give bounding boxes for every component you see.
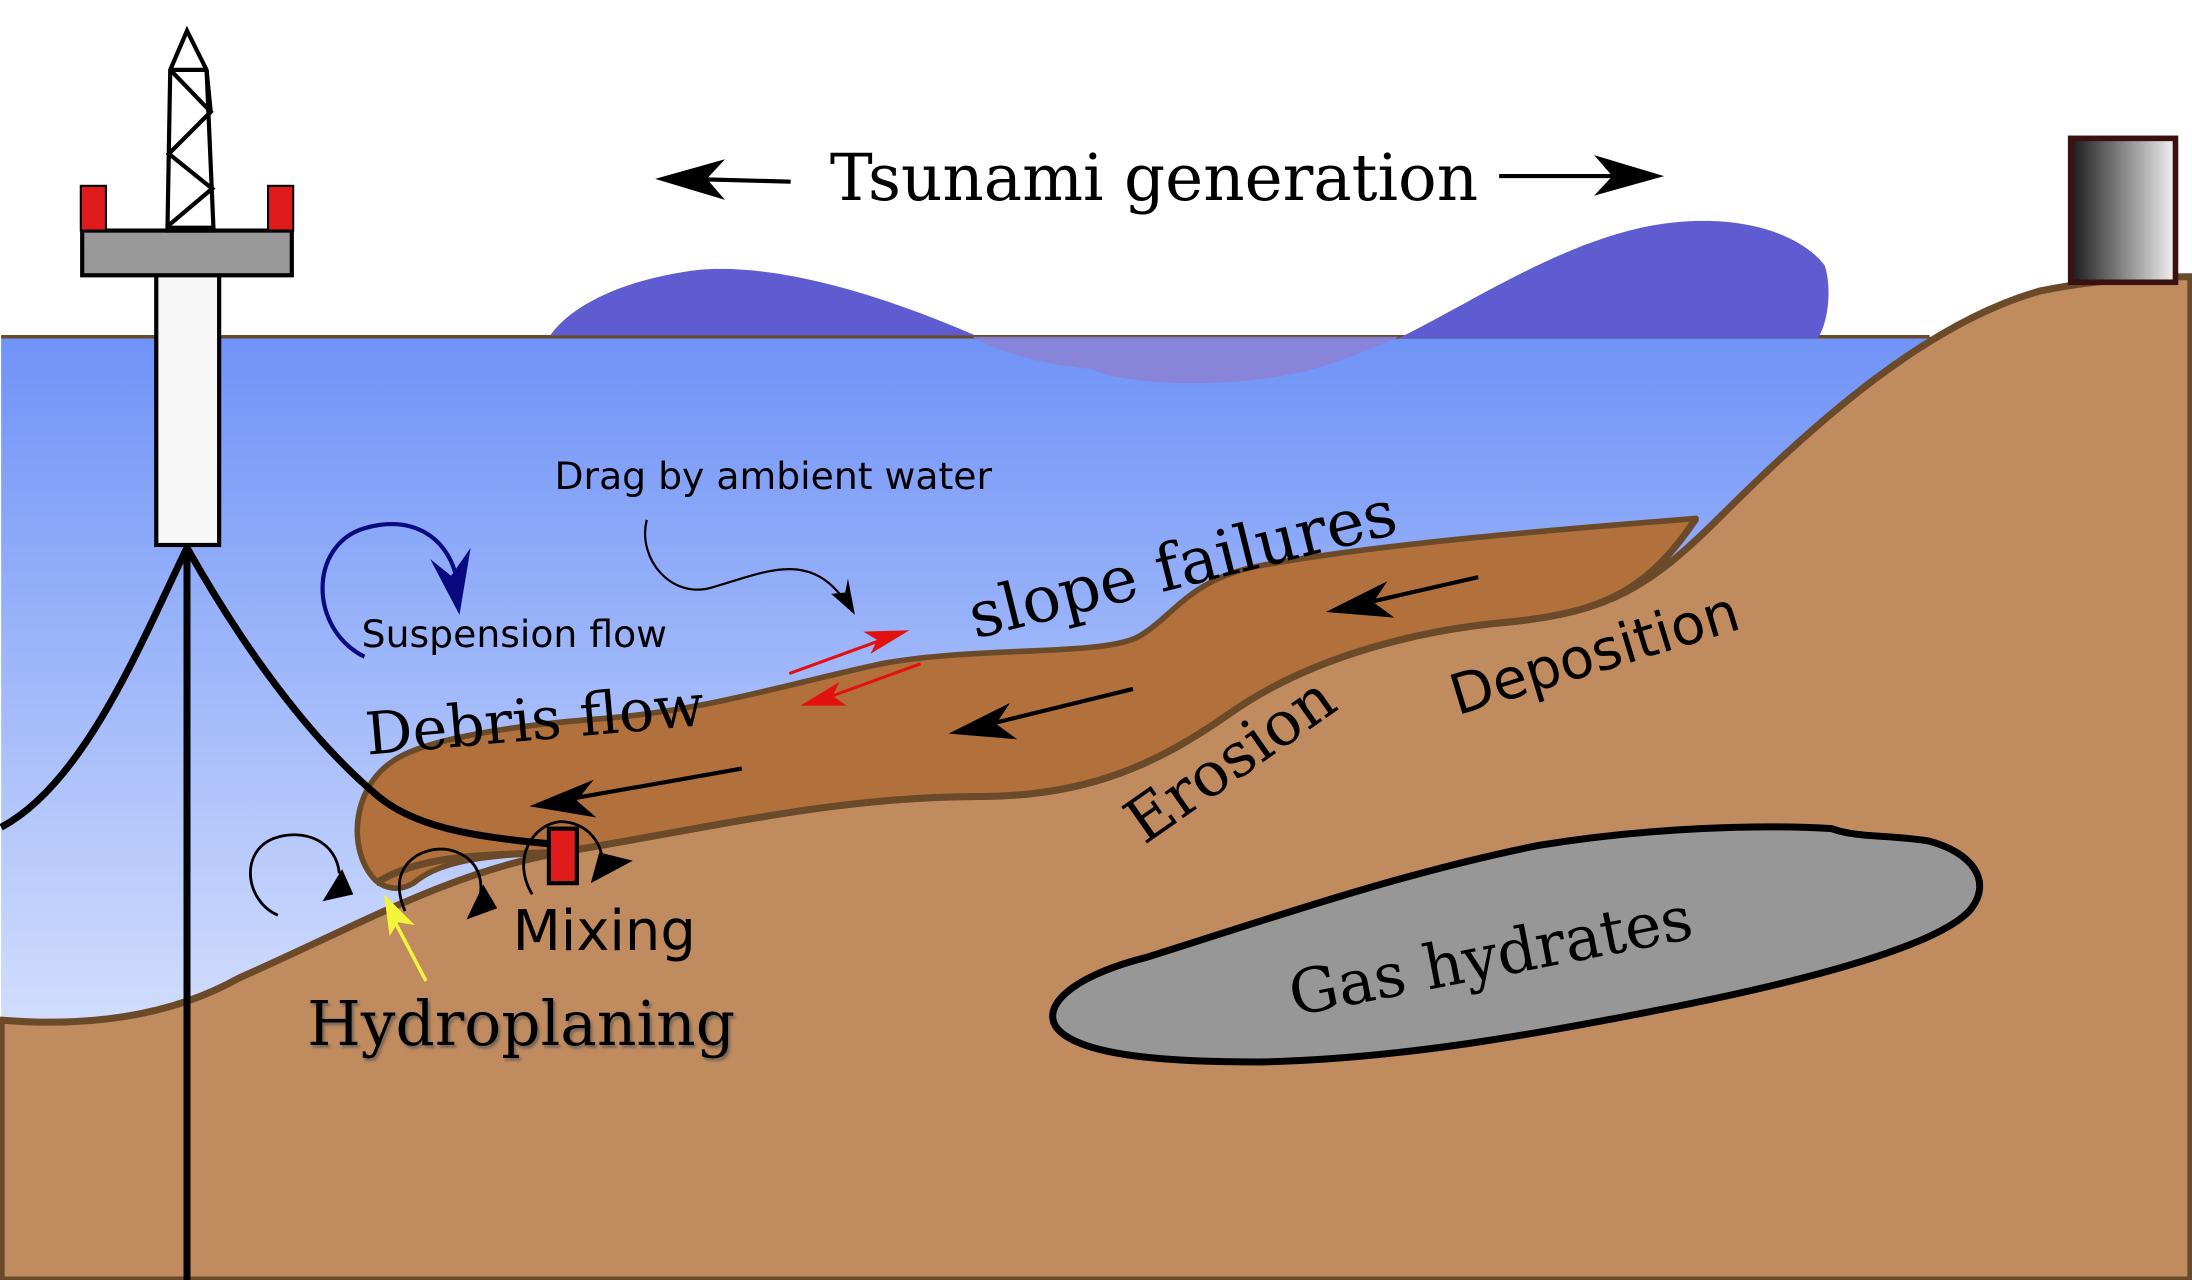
slide-motion-arrows: [529, 575, 1479, 818]
gas-hydrates-body: [1049, 823, 1984, 1066]
suspension-label: Suspension flow: [362, 612, 667, 656]
hydroplaning-label: Hydroplaning: [307, 989, 735, 1060]
wave-crest-right: [1398, 220, 1829, 339]
shear-arrows: [788, 630, 922, 706]
mixing-label: Mixing: [513, 899, 696, 964]
tsunami-arrows: [655, 155, 1665, 200]
drag-curve-arrow: [644, 519, 855, 615]
drag-label: Drag by ambient water: [555, 454, 993, 498]
tsunami-label: Tsunami generation: [830, 141, 1478, 216]
oil-platform-icon: [0, 25, 568, 1280]
suspension-vortex: [320, 522, 471, 659]
mixing-vortices: [249, 820, 633, 920]
wave-crest-left: [550, 268, 976, 336]
cable-end-marker: [546, 826, 579, 886]
hydroplaning-arrow: [384, 894, 428, 982]
onshore-chimney-icon: [2067, 135, 2179, 286]
wave-trough: [972, 336, 1399, 384]
